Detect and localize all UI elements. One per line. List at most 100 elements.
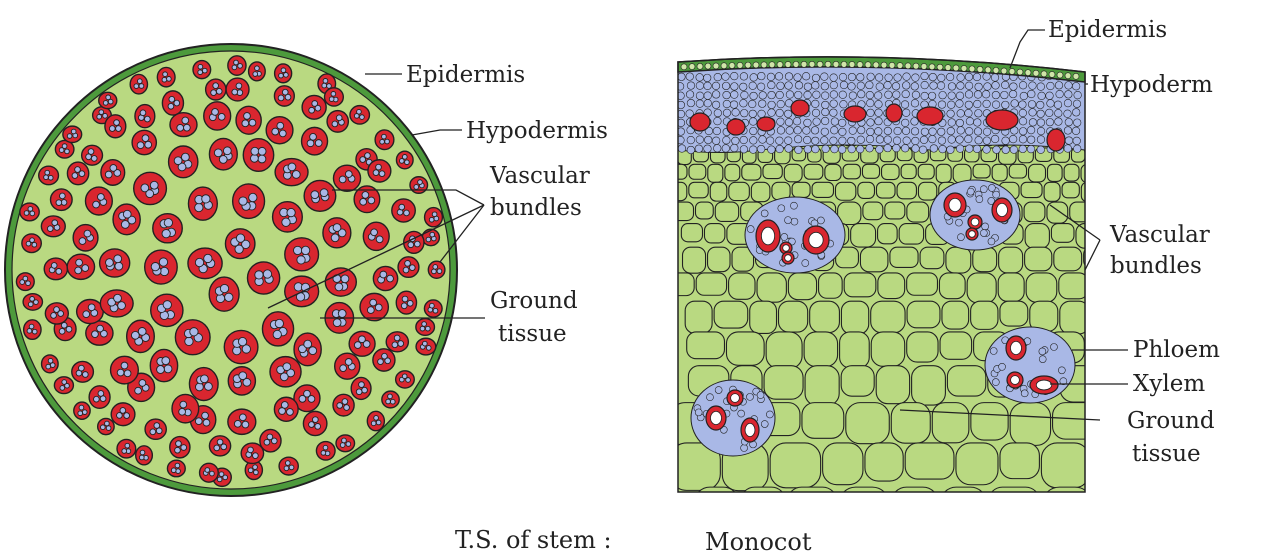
vascular-bundle <box>157 67 175 86</box>
parenchyma-cell <box>1000 443 1039 479</box>
vascular-bundle <box>247 262 279 294</box>
parenchyma-cell <box>973 247 997 271</box>
parenchyma-cell <box>940 487 986 532</box>
parenchyma-cell <box>714 301 748 328</box>
vascular-bundle <box>117 439 136 458</box>
parenchyma-cell <box>1070 202 1092 222</box>
vascular-bundle <box>169 146 198 178</box>
left-stem-section <box>5 44 457 496</box>
label-right-vascular-2: bundles <box>1110 253 1202 279</box>
parenchyma-cell <box>907 301 940 328</box>
vascular-bundle <box>368 160 391 182</box>
parenchyma-cell <box>788 273 816 300</box>
vascular-bundle <box>274 86 294 106</box>
parenchyma-cell <box>839 487 889 535</box>
vascular-bundle <box>360 293 388 320</box>
parenchyma-cell <box>844 273 876 297</box>
vascular-bundle <box>424 300 442 317</box>
parenchyma-cell <box>1024 202 1045 222</box>
parenchyma-cell <box>802 403 844 439</box>
vascular-bundle <box>22 234 41 253</box>
parenchyma-cell <box>999 247 1023 273</box>
parenchyma-cell <box>1081 182 1097 201</box>
caption-prefix: T.S. of stem : <box>455 526 612 554</box>
parenchyma-cell <box>1042 487 1093 540</box>
right-stem-detail <box>670 40 1141 541</box>
vascular-bundle <box>416 338 436 355</box>
vascular-bundle <box>303 411 327 435</box>
vascular-bundle <box>86 321 113 345</box>
parenchyma-cell <box>967 273 996 303</box>
parenchyma-cell <box>708 164 723 182</box>
fibre-patch <box>1047 129 1065 151</box>
vascular-bundle <box>24 320 41 340</box>
parenchyma-cell <box>871 301 905 333</box>
vascular-bundle <box>294 333 321 366</box>
parenchyma-cell <box>729 182 750 200</box>
parenchyma-cell <box>751 182 770 201</box>
parenchyma-cell <box>687 332 725 359</box>
vascular-bundle <box>333 165 360 191</box>
vascular-bundle <box>42 355 59 373</box>
parenchyma-cell <box>1059 273 1088 299</box>
parenchyma-cell <box>1091 301 1118 330</box>
parenchyma-cell <box>835 182 855 200</box>
parenchyma-cell <box>1091 107 1104 116</box>
parenchyma-cell <box>1025 224 1049 249</box>
label-left-vascular-1: Vascular <box>489 163 590 189</box>
vascular-bundle <box>350 106 370 124</box>
parenchyma-cell <box>681 224 702 242</box>
fibre-patch <box>757 117 775 131</box>
parenchyma-cell <box>971 301 998 329</box>
parenchyma-cell <box>695 202 713 219</box>
vascular-bundle <box>336 435 355 452</box>
vascular-bundle <box>335 353 360 379</box>
parenchyma-cell <box>905 443 954 479</box>
vascular-bundle <box>39 166 59 184</box>
vascular-bundle <box>333 394 354 416</box>
vascular-bundle <box>373 266 397 290</box>
parenchyma-cell <box>862 164 879 178</box>
parenchyma-cell <box>863 202 883 220</box>
vascular-bundle <box>82 145 103 165</box>
parenchyma-cell <box>912 366 946 405</box>
vascular-bundle <box>386 332 408 352</box>
parenchyma-cell <box>805 366 839 406</box>
vascular-bundle <box>241 443 263 463</box>
vascular-bundle <box>204 102 231 130</box>
vascular-bundle <box>175 320 210 355</box>
parenchyma-cell <box>1047 164 1062 181</box>
vascular-bundle <box>134 172 167 204</box>
vascular-bundle <box>188 187 217 220</box>
parenchyma-cell <box>876 366 909 404</box>
parenchyma-cell <box>871 332 904 366</box>
parenchyma-cell <box>725 164 740 180</box>
vascular-bundle <box>113 204 140 235</box>
parenchyma-cell <box>757 273 786 302</box>
vascular-bundle <box>425 208 443 227</box>
vascular-bundle <box>127 320 155 352</box>
fibre-patch <box>917 107 943 125</box>
vascular-bundle <box>985 327 1075 403</box>
vascular-bundle <box>325 268 356 296</box>
vascular-bundle <box>51 189 73 210</box>
parenchyma-cell <box>742 164 761 180</box>
vascular-bundle <box>228 367 255 395</box>
vascular-bundle <box>266 117 293 144</box>
vascular-bundle <box>193 61 211 79</box>
parenchyma-cell <box>882 164 900 179</box>
vascular-bundle <box>100 290 133 317</box>
parenchyma-cell <box>823 443 863 485</box>
vascular-bundle <box>279 457 298 475</box>
parenchyma-cell <box>939 273 965 299</box>
vascular-bundle <box>54 377 73 394</box>
vascular-bundle <box>392 199 415 222</box>
parenchyma-cell <box>918 182 936 200</box>
vascular-bundle <box>302 127 328 155</box>
vascular-bundle <box>130 74 147 93</box>
vascular-bundle <box>209 277 239 311</box>
vascular-bundle <box>327 111 348 133</box>
vascular-bundle <box>41 216 65 237</box>
vascular-bundle <box>23 294 42 310</box>
vascular-bundle <box>396 371 415 388</box>
